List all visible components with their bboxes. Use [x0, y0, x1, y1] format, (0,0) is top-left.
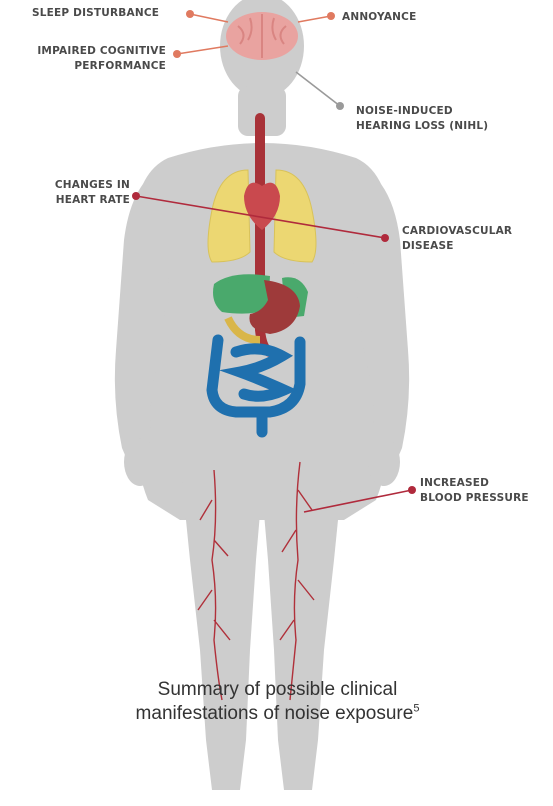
label-blood-pressure: INCREASED BLOOD PRESSURE — [420, 476, 529, 506]
label-blood-pressure-line1: INCREASED — [420, 476, 529, 491]
label-cardiovascular-line2: DISEASE — [402, 239, 512, 254]
caption-line1: Summary of possible clinical — [40, 678, 515, 702]
label-nihl-line2: HEARING LOSS (NIHL) — [356, 119, 488, 134]
label-impaired-cognitive-line2: PERFORMANCE — [20, 59, 166, 74]
label-impaired-cognitive-line1: IMPAIRED COGNITIVE — [20, 44, 166, 59]
label-cardiovascular: CARDIOVASCULAR DISEASE — [402, 224, 512, 254]
label-annoyance: ANNOYANCE — [342, 10, 416, 25]
label-nihl: NOISE-INDUCED HEARING LOSS (NIHL) — [356, 104, 488, 134]
label-heart-rate: CHANGES IN HEART RATE — [20, 178, 130, 208]
label-heart-rate-line2: HEART RATE — [20, 193, 130, 208]
leader-sleep-disturbance — [190, 14, 228, 22]
label-nihl-line1: NOISE-INDUCED — [356, 104, 488, 119]
label-sleep-disturbance: SLEEP DISTURBANCE — [32, 6, 159, 21]
leader-annoyance — [298, 16, 331, 22]
leader-nihl — [296, 72, 340, 106]
caption-line2: manifestations of noise exposure5 — [40, 702, 515, 726]
figure-caption: Summary of possible clinical manifestati… — [40, 678, 515, 726]
label-cardiovascular-line1: CARDIOVASCULAR — [402, 224, 512, 239]
label-impaired-cognitive: IMPAIRED COGNITIVE PERFORMANCE — [20, 44, 166, 74]
label-heart-rate-line1: CHANGES IN — [20, 178, 130, 193]
caption-superscript: 5 — [413, 703, 419, 715]
caption-line2-text: manifestations of noise exposure — [136, 703, 414, 724]
brain-icon — [226, 12, 298, 60]
label-blood-pressure-line2: BLOOD PRESSURE — [420, 491, 529, 506]
liver-icon — [213, 274, 270, 313]
